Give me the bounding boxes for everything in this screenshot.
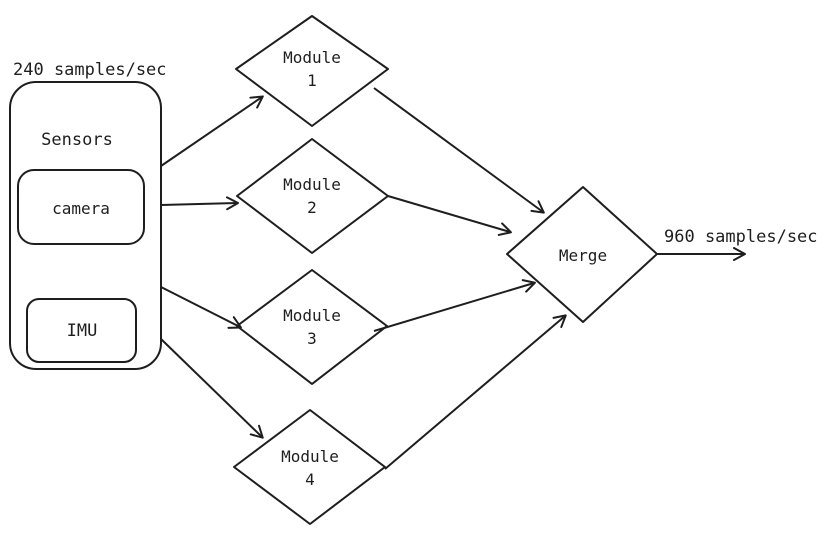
camera-box xyxy=(17,169,145,245)
module-2-label: Module xyxy=(283,175,341,194)
arrow-sensors-to-module-3 xyxy=(160,286,242,329)
input-rate-label: 240 samples/sec xyxy=(13,60,167,80)
sensors-title: Sensors xyxy=(41,130,113,150)
arrow-sensors-to-module-1 xyxy=(160,95,264,167)
arrow-module-4-to-merge xyxy=(384,314,567,470)
arrow-sensors-to-module-2 xyxy=(160,196,239,211)
merge-label: Merge xyxy=(559,246,607,265)
imu-label: IMU xyxy=(67,321,98,341)
module-2-number: 2 xyxy=(307,198,317,217)
module-1-number: 1 xyxy=(307,71,317,90)
output-rate-label: 960 samples/sec xyxy=(664,227,818,247)
module-3-number: 3 xyxy=(307,329,317,348)
module-4-label: Module xyxy=(281,447,339,466)
module-1-diamond xyxy=(235,15,389,127)
module-3-label: Module xyxy=(283,306,341,325)
imu-box xyxy=(26,298,137,363)
arrow-module-2-to-merge xyxy=(387,195,512,236)
module-4-number: 4 xyxy=(305,470,315,489)
module-3-diamond xyxy=(236,269,388,385)
arrow-module-3-to-merge xyxy=(373,279,536,332)
camera-label: camera xyxy=(52,199,110,218)
arrow-module-1-to-merge xyxy=(373,87,545,214)
arrow-sensors-to-module-4 xyxy=(160,338,264,439)
sensors-box xyxy=(9,81,162,370)
module-1-label: Module xyxy=(283,48,341,67)
module-4-diamond xyxy=(233,409,386,525)
merge-diamond xyxy=(506,186,658,323)
module-2-diamond xyxy=(236,138,389,254)
